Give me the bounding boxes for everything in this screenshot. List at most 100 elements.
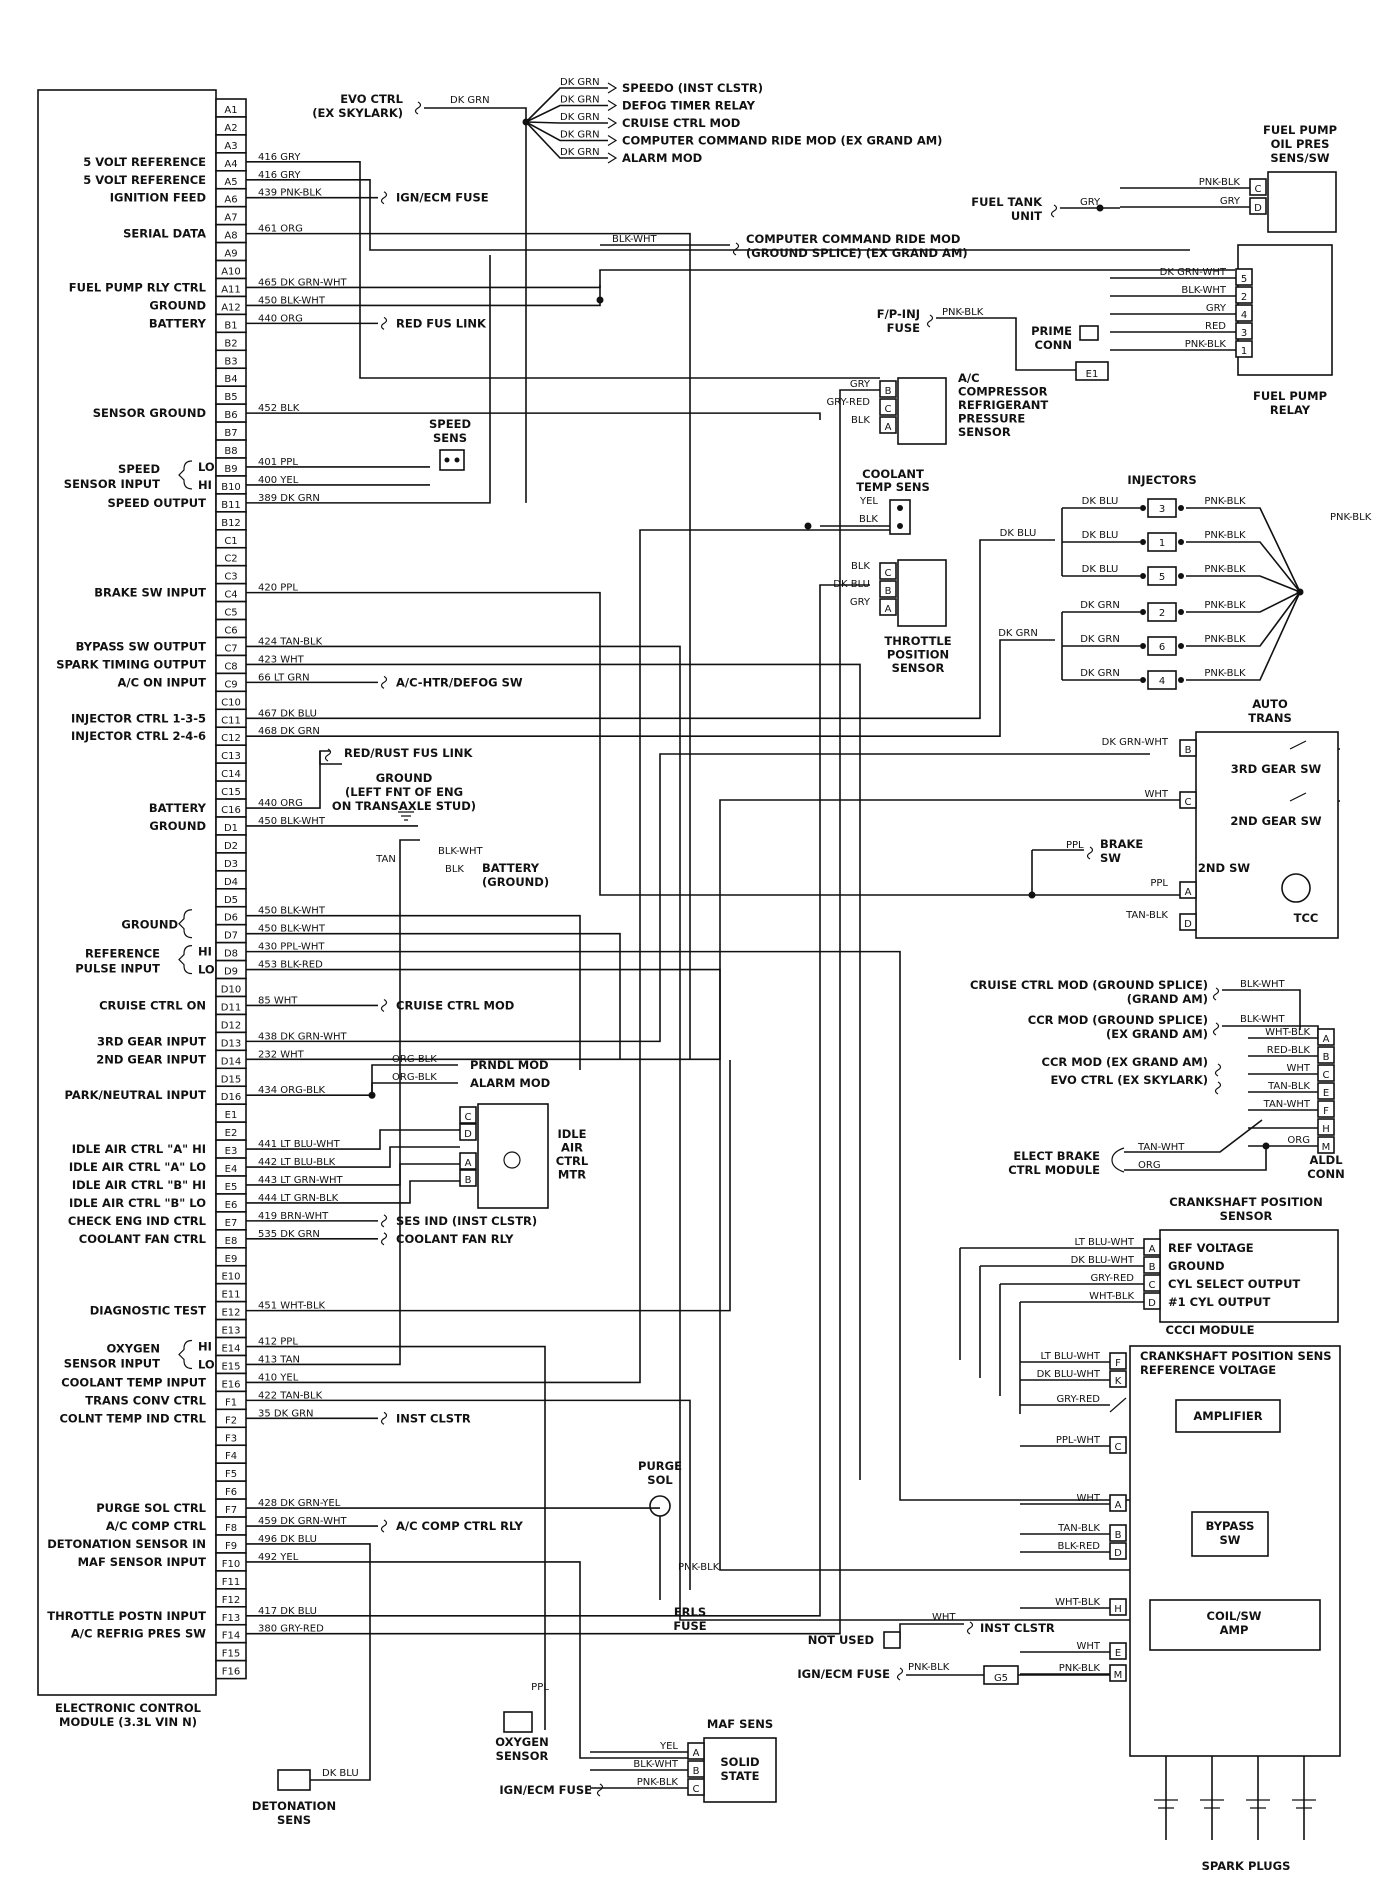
fuel-pump-title: OIL PRES [1271, 137, 1330, 151]
ecm-pin-function: BRAKE SW INPUT [94, 586, 206, 600]
ecm-pin-label: F10 [222, 1559, 240, 1570]
ecm-pin-label: C2 [224, 554, 237, 565]
ecm-pin-label: E9 [225, 1254, 238, 1265]
speed-sens-box [439, 449, 465, 471]
ccci-pin-label: H [1114, 1604, 1122, 1615]
ecm-pin-function: CHECK ENG IND CTRL [68, 1214, 207, 1228]
termination-symbol [1050, 204, 1058, 218]
auto-trans-pin-label: A [1185, 887, 1192, 898]
ecm-pin-label: B7 [224, 428, 237, 439]
injector-number: 3 [1159, 504, 1165, 515]
ccci-desc: CRANKSHAFT POSITION SENS [1140, 1349, 1332, 1363]
arrow-icon [607, 152, 618, 164]
injector-number: 6 [1159, 642, 1165, 653]
crank-wire: GRY-RED [1090, 1273, 1134, 1284]
evo-label: (EX SKYLARK) [312, 106, 403, 120]
termination-symbol [380, 1232, 388, 1246]
ecm-pin-label: A10 [221, 267, 241, 278]
ac-sensor-wire: BLK [851, 415, 870, 426]
ecm-pin-label: B1 [224, 320, 237, 331]
ecm-pin-function: COOLANT FAN CTRL [79, 1232, 207, 1246]
relay-wire: GRY [1206, 303, 1227, 314]
ccci-pin-label: F [1115, 1358, 1121, 1369]
wire-label: 66 LT GRN [258, 672, 310, 683]
coil-label: AMP [1220, 1623, 1249, 1637]
evo-branch-dest: ALARM MOD [622, 151, 702, 165]
crank-wire: WHT-BLK [1089, 1291, 1134, 1302]
ecm-pin-label: F16 [222, 1667, 240, 1678]
wire [525, 121, 608, 159]
spark-plug-icon [1246, 1799, 1270, 1809]
battery-label: (GROUND) [482, 875, 549, 889]
wire [246, 1561, 690, 1759]
brace [178, 945, 193, 975]
g5-connector-label: G5 [994, 1673, 1008, 1684]
ecm-pin-function: BYPASS SW OUTPUT [76, 639, 206, 653]
ecm-pin-label: F8 [225, 1523, 237, 1534]
wire-label: 85 WHT [258, 995, 298, 1006]
ecm-pin-label: E1 [225, 1110, 238, 1121]
ccci-pin [1109, 1524, 1127, 1542]
crank-wire: LT BLU-WHT [1075, 1237, 1135, 1248]
crank-sensor-box [1159, 1229, 1339, 1323]
brace [178, 909, 193, 939]
speed-sens-title: SPEED [429, 417, 471, 431]
ign-wire: PNK-BLK [908, 1662, 950, 1673]
ecm-pin-function: COOLANT TEMP INPUT [61, 1375, 206, 1389]
crank-pin-label: B [1149, 1262, 1156, 1273]
ecm-pin-function: 5 VOLT REFERENCE [83, 155, 206, 169]
termination-symbol [380, 191, 388, 205]
injector-box [1147, 532, 1177, 552]
ecm-pin-label: E14 [221, 1344, 240, 1355]
wire-label: 400 YEL [258, 475, 299, 486]
splice-dot [1140, 609, 1146, 615]
relay-wire: DK GRN-WHT [1160, 267, 1227, 278]
iac-title: MTR [558, 1168, 586, 1182]
ecm-pin-label: D1 [224, 823, 238, 834]
aldl-left: (GRAND AM) [1127, 992, 1208, 1006]
pnk-blk-vertical: PNK-BLK [1330, 512, 1372, 523]
relay-pin-label: 1 [1241, 346, 1247, 357]
oil-pres-pin [1249, 178, 1267, 196]
ecm-pin-label: B12 [221, 518, 241, 529]
tps-pin [879, 562, 897, 580]
ecm-pin-label: C16 [221, 805, 241, 816]
elect-brake-label: CTRL MODULE [1008, 1163, 1100, 1177]
evo-branch-wire: DK GRN [560, 95, 600, 106]
ccci-pin-label: D [1114, 1548, 1122, 1559]
wire [246, 255, 491, 504]
fuel-pump-title: SENS/SW [1270, 151, 1330, 165]
termination-symbol [380, 998, 388, 1012]
ecm-pin-label: F15 [222, 1649, 240, 1660]
wire [246, 950, 1175, 1501]
bypass-box [1191, 1511, 1269, 1557]
crank-title: SENSOR [1220, 1209, 1273, 1223]
aldl-left: (EX GRAND AM) [1106, 1027, 1208, 1041]
termination-symbol [324, 748, 332, 762]
ecm-title: ELECTRONIC CONTROL [55, 1701, 202, 1715]
ccci-wire: GRY-RED [1056, 1394, 1100, 1405]
relay-pin-label: 2 [1241, 292, 1247, 303]
ecm-pin-f16 [215, 1659, 247, 1680]
ecm-pin-function: DIAGNOSTIC TEST [90, 1304, 206, 1318]
termination-symbol [1212, 1022, 1220, 1036]
injector-wire: DK GRN [1080, 600, 1120, 611]
wire-label: 496 DK BLU [258, 1534, 317, 1545]
wire-label: 452 BLK [258, 403, 300, 414]
fuel-tank-wire: GRY [1080, 197, 1101, 208]
relay-pin [1235, 340, 1253, 358]
wire [899, 1623, 964, 1640]
ecm-pin-label: C13 [221, 751, 241, 762]
crank-title: CRANKSHAFT POSITION [1169, 1195, 1323, 1209]
splice-dot [1178, 573, 1184, 579]
injector-out-wire: PNK-BLK [1204, 530, 1246, 541]
injector-wire: DK BLU [1082, 530, 1119, 541]
amplifier-label: AMPLIFIER [1193, 1409, 1262, 1423]
wire [246, 178, 1190, 251]
wire [525, 87, 608, 123]
ac-sensor-box [897, 377, 947, 445]
wire-label: 232 WHT [258, 1049, 305, 1060]
ccci-pin-gap [1109, 1397, 1127, 1413]
oxygen-wire: PPL [531, 1682, 549, 1693]
ecm-pin-label: C9 [224, 679, 237, 690]
